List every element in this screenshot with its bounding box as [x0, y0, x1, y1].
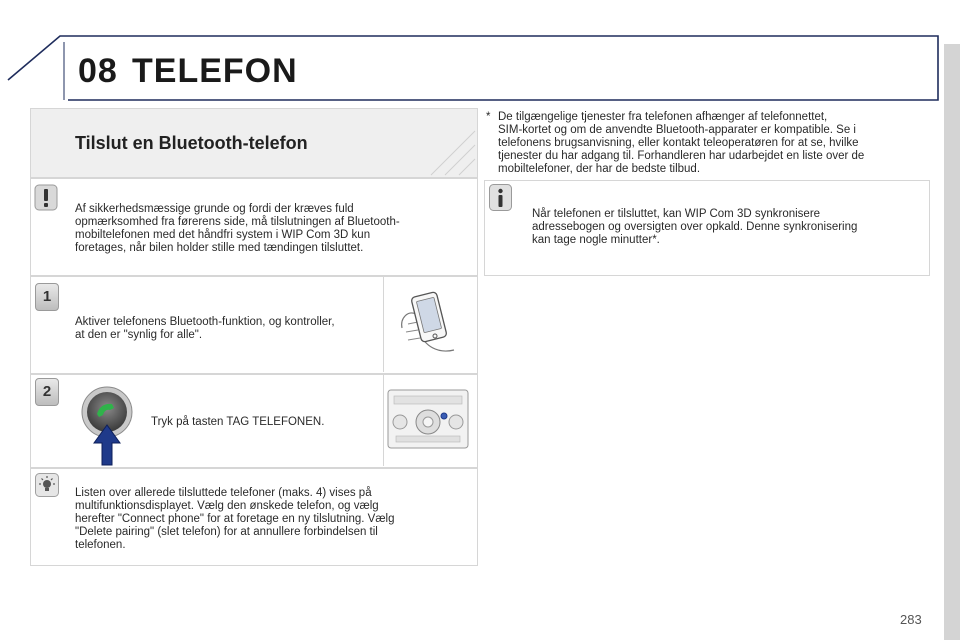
section-title-panel: [30, 108, 478, 178]
phone-call-button-icon: [81, 386, 133, 466]
tip-line-1: Listen over allerede tilsluttede telefon…: [75, 487, 372, 499]
info-panel: [484, 180, 930, 276]
page-number: 283: [900, 612, 922, 627]
tip-panel: [30, 468, 478, 566]
tip-line-4: "Delete pairing" (slet telefon) for at a…: [75, 526, 378, 538]
warning-line-2: opmærksomhed fra førerens side, må tilsl…: [75, 216, 400, 228]
info-line-2: adressebogen og oversigten over opkald. …: [532, 221, 858, 233]
tip-line-2: multifunktionsdisplayet. Vælg den ønsked…: [75, 500, 379, 512]
step-1-divider: [383, 276, 384, 372]
footnote-line-4: tjenester du har adgang til. Forhandlere…: [498, 150, 865, 162]
corner-decoration: [430, 130, 476, 176]
footnote-line-1: De tilgængelige tjenester fra telefonen …: [498, 111, 828, 123]
hand-phone-icon: [401, 291, 455, 352]
footnote-line-2: SIM-kortet og om de anvendte Bluetooth-a…: [498, 124, 856, 136]
footnote-line-3: telefonens brugsanvisning, eller kontakt…: [498, 137, 859, 149]
warning-panel: [30, 178, 478, 276]
page-edge-strip: [944, 44, 960, 640]
step-1-line-2: at den er "synlig for alle".: [75, 329, 203, 341]
section-title: Tilslut en Bluetooth-telefon: [75, 133, 308, 153]
chapter-title: TELEFON: [132, 52, 298, 90]
step-1-panel: [30, 276, 478, 374]
warning-line-3: mobiltelefonen med det håndfri system i …: [75, 229, 371, 241]
tip-lightbulb-icon: [35, 473, 59, 497]
chapter-number: 08: [78, 52, 118, 90]
tip-line-3: herefter "Connect phone" for at foretage…: [75, 513, 395, 525]
step-2-text: Tryk på tasten TAG TELEFONEN.: [151, 416, 325, 428]
step-1-line-1: Aktiver telefonens Bluetooth-funktion, o…: [75, 316, 335, 328]
tip-line-5: telefonen.: [75, 539, 126, 551]
step-2-badge: 2: [35, 378, 59, 406]
info-icon: [489, 184, 512, 211]
info-line-3: kan tage nogle minutter*.: [532, 234, 660, 246]
warning-line-1: Af sikkerhedsmæssige grunde og fordi der…: [75, 203, 354, 215]
footnote-line-5: mobiltelefoner, der har de bedste tilbud…: [498, 163, 701, 175]
step-1-badge: 1: [35, 283, 59, 311]
radio-console-icon: [387, 389, 469, 449]
warning-line-4: foretages, når bilen holder stille med t…: [75, 242, 364, 254]
info-line-1: Når telefonen er tilsluttet, kan WIP Com…: [532, 208, 821, 220]
step-2-divider: [383, 374, 384, 466]
warning-exclamation-icon: [34, 184, 58, 211]
footnote-marker: *: [486, 111, 491, 123]
header-frame: [7, 35, 939, 101]
